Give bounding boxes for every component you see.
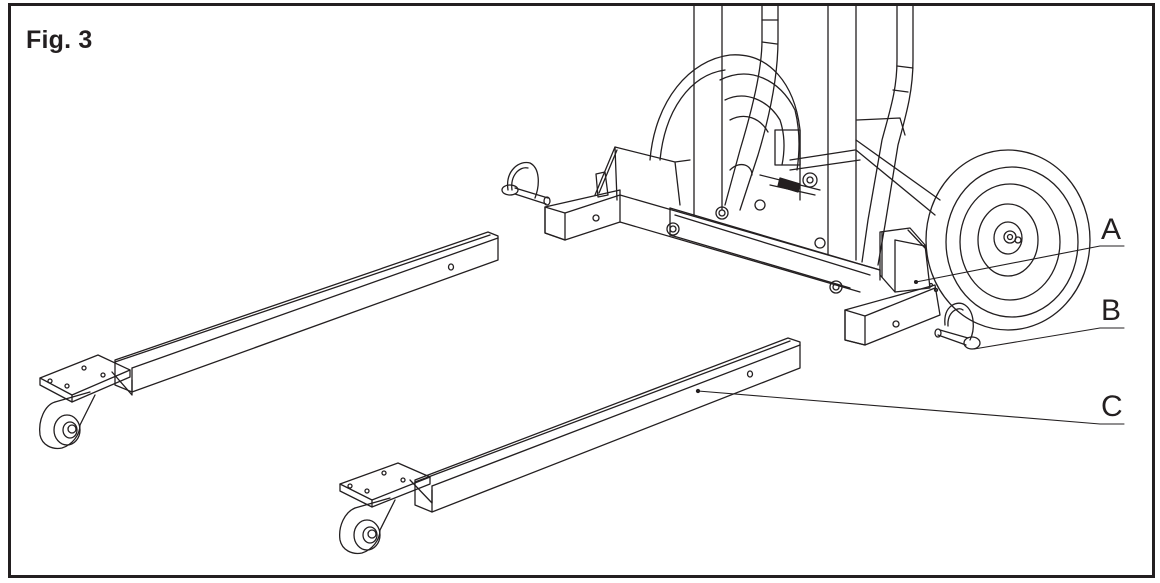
figure-frame <box>8 3 1155 578</box>
callout-a-label: A <box>1101 213 1122 246</box>
axle-assembly <box>716 118 940 248</box>
rear-wheel-left <box>650 55 800 200</box>
frame-uprights <box>694 6 913 265</box>
lock-pin-right <box>935 303 980 349</box>
callout-c-label: C <box>1101 390 1123 423</box>
leader-lines <box>698 246 1124 424</box>
callout-b-label: B <box>1101 294 1122 327</box>
base-frame <box>545 147 940 345</box>
leg-extension-left <box>40 232 498 448</box>
figure-title: Fig. 3 <box>26 26 93 54</box>
leg-extension-right <box>340 338 800 553</box>
rear-wheel-right <box>926 150 1090 330</box>
lock-pin-left <box>502 162 550 205</box>
